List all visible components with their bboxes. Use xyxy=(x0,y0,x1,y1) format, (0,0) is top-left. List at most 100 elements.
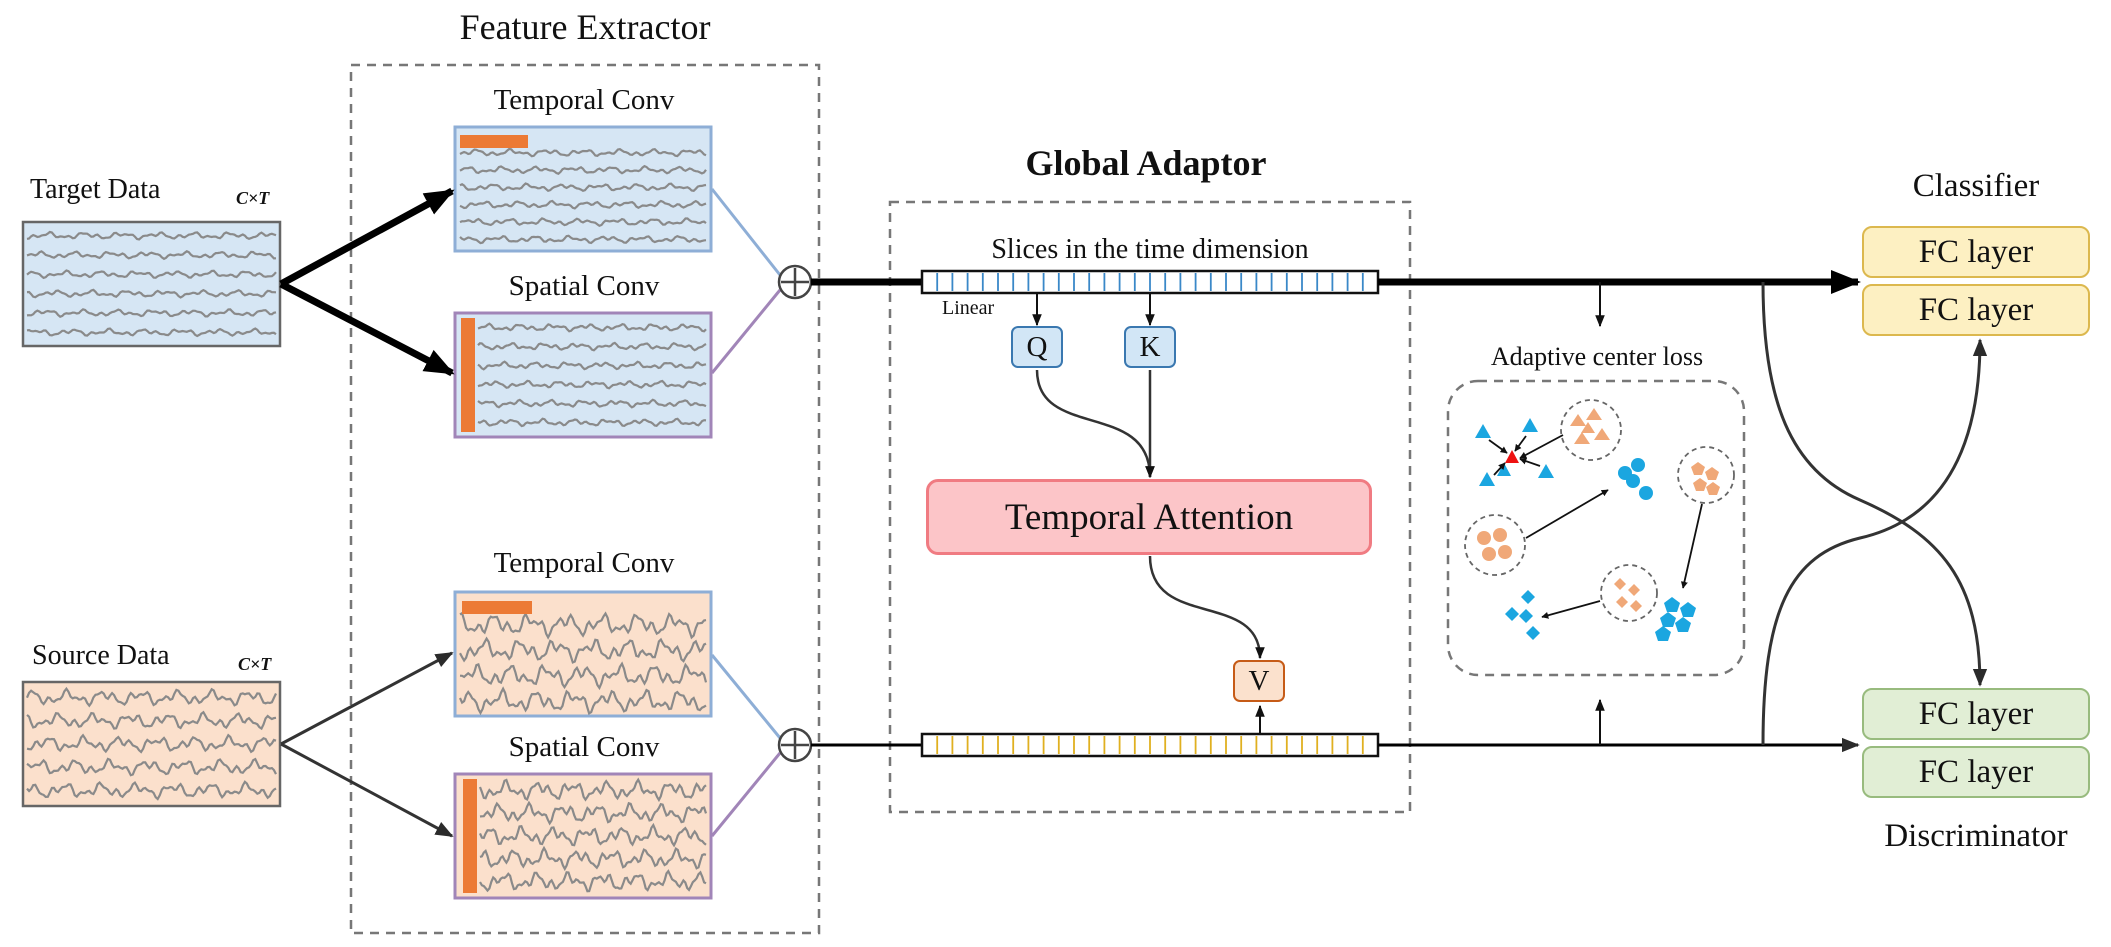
target-spatial-waveforms xyxy=(477,322,707,428)
class-center-point xyxy=(1505,450,1519,463)
feature-extractor-title: Feature Extractor xyxy=(459,7,711,47)
value-box: V xyxy=(1233,660,1285,702)
blue-circle-point xyxy=(1626,474,1640,488)
signal-trace xyxy=(26,733,277,754)
target-data-waveforms xyxy=(26,230,277,338)
signal-trace xyxy=(26,757,277,777)
signal-trace xyxy=(477,398,707,409)
signal-trace xyxy=(479,845,707,872)
signal-trace xyxy=(459,636,707,664)
classifier-fc-layer-1: FC layer xyxy=(1862,226,2090,278)
cluster-boundary xyxy=(1464,514,1526,576)
target-temporal-conv-label: Temporal Conv xyxy=(493,84,675,116)
signal-trace xyxy=(479,869,707,893)
temporal-to-concat-line xyxy=(710,188,782,276)
signal-trace xyxy=(477,341,707,352)
q-to-attention-arrow xyxy=(1035,369,1155,479)
signal-trace xyxy=(26,327,277,338)
signal-trace xyxy=(479,800,708,826)
temporal-kernel-bar xyxy=(460,135,528,148)
blue-pentagon-point xyxy=(1664,597,1680,612)
signal-trace xyxy=(26,308,277,318)
signal-trace xyxy=(26,230,277,241)
attention-to-v-arrow xyxy=(1148,555,1265,660)
blue-diamond-point xyxy=(1526,626,1540,640)
source-to-classifier-curve xyxy=(1761,338,1988,746)
signal-trace xyxy=(26,710,277,731)
source-to-spatial-arrow xyxy=(280,742,454,838)
source-time-slices xyxy=(920,732,1380,758)
blue-circle-point xyxy=(1639,486,1653,500)
concat-node-source xyxy=(777,727,813,763)
signal-trace xyxy=(478,777,707,803)
spatial-kernel-bar xyxy=(463,779,477,893)
target-to-spatial-arrow xyxy=(279,280,455,377)
classifier-title: Classifier xyxy=(1912,168,2040,204)
signal-trace xyxy=(477,417,707,428)
signal-trace xyxy=(459,199,707,210)
cluster-boundary xyxy=(1560,399,1622,461)
target-data-panel xyxy=(21,220,282,348)
target-spatial-conv-panel xyxy=(453,311,713,439)
blue-diamond-point xyxy=(1505,607,1519,621)
blue-pentagon-point xyxy=(1655,626,1671,641)
target-to-discriminator-curve xyxy=(1761,281,1988,687)
key-box: K xyxy=(1124,326,1176,368)
signal-trace xyxy=(459,217,707,228)
linear-label: Linear xyxy=(942,297,995,319)
signal-trace xyxy=(478,822,707,848)
blue-triangle-point xyxy=(1475,424,1491,438)
center-loss-box xyxy=(1446,379,1746,677)
source-spatial-waveforms xyxy=(478,777,708,893)
target-data-label: Target Data xyxy=(30,174,161,205)
signal-trace xyxy=(26,288,277,299)
temporal-to-concat-line xyxy=(710,654,782,739)
signal-trace xyxy=(26,780,277,801)
signal-trace xyxy=(477,322,707,333)
spatial-kernel-bar xyxy=(461,318,475,432)
target-temporal-waveforms xyxy=(459,147,707,245)
target-spatial-conv-label: Spatial Conv xyxy=(508,270,660,302)
signal-trace xyxy=(459,611,707,640)
target-temporal-conv-panel xyxy=(453,125,713,253)
spatial-to-concat-line xyxy=(710,289,782,374)
source-temporal-conv-label: Temporal Conv xyxy=(493,547,675,579)
blue-pentagon-point xyxy=(1660,612,1676,627)
source-data-dims: C×T xyxy=(238,654,272,674)
signal-trace xyxy=(459,147,707,158)
signal-trace xyxy=(459,234,707,245)
spatial-to-concat-line xyxy=(710,752,782,837)
blue-triangle-point xyxy=(1522,418,1538,432)
signal-trace xyxy=(458,686,707,716)
target-data-dims: C×T xyxy=(236,188,270,208)
discriminator-title: Discriminator xyxy=(1884,818,2068,854)
blue-triangle-point xyxy=(1538,464,1554,478)
source-data-label: Source Data xyxy=(32,640,170,671)
signal-trace xyxy=(459,164,707,175)
signal-trace xyxy=(477,360,707,371)
signal-trace xyxy=(459,182,707,193)
temporal-kernel-bar xyxy=(462,601,532,614)
center-loss-clusters xyxy=(1464,399,1735,641)
signal-trace xyxy=(459,661,708,691)
temporal-attention-block: Temporal Attention xyxy=(926,479,1372,555)
blue-diamond-point xyxy=(1521,590,1535,604)
cluster-boundary xyxy=(1677,446,1735,504)
blue-circle-point xyxy=(1631,458,1645,472)
discriminator-fc-layer-2: FC layer xyxy=(1862,746,2090,798)
global-adaptor-title: Global Adaptor xyxy=(1025,143,1267,183)
concat-node-target xyxy=(777,264,813,300)
feature-extractor-box xyxy=(349,63,821,935)
source-to-temporal-arrow xyxy=(280,651,454,746)
target-to-temporal-arrow xyxy=(279,187,455,288)
signal-trace xyxy=(25,686,277,708)
source-temporal-waveforms xyxy=(458,611,708,716)
signal-trace xyxy=(477,379,707,390)
adaptive-center-loss-label: Adaptive center loss xyxy=(1490,342,1704,371)
slices-label: Slices in the time dimension xyxy=(991,234,1309,265)
blue-triangle-point xyxy=(1479,472,1495,486)
signal-trace xyxy=(26,269,277,280)
discriminator-fc-layer-1: FC layer xyxy=(1862,688,2090,740)
blue-pentagon-point xyxy=(1675,617,1691,632)
